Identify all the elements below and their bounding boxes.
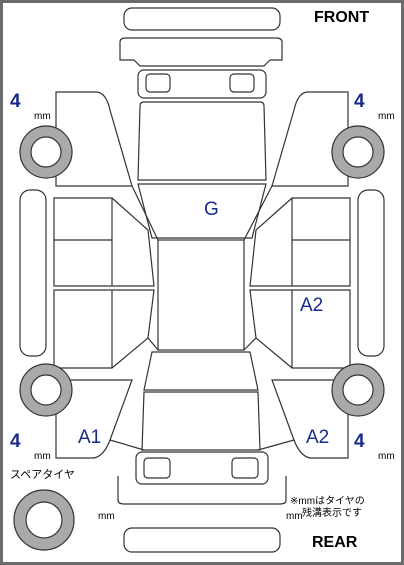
front-lamp-panel — [137, 69, 267, 99]
left-rear-door — [53, 289, 155, 369]
front-panel-outline — [119, 37, 283, 67]
rear-bumper-outline — [123, 527, 281, 553]
damage-code-roof: G — [204, 199, 219, 220]
right-rear-fender — [271, 379, 349, 459]
note-line-1: ※mmはタイヤの — [290, 496, 365, 507]
left-sill — [19, 189, 47, 357]
left-front-door — [53, 197, 155, 287]
hood-outline — [137, 101, 267, 181]
note-line-2: 残溝表示です — [302, 508, 362, 519]
unit-note: mm — [286, 511, 303, 522]
right-front-fender — [271, 91, 349, 187]
unit-rear-right: mm — [378, 451, 395, 462]
trunk-outline — [141, 391, 261, 451]
rear-bumper-upper — [117, 476, 287, 505]
rear-window-outline — [143, 351, 259, 391]
right-rear-door — [249, 289, 351, 369]
rear-label: REAR — [312, 534, 358, 551]
windshield-outline — [137, 183, 267, 239]
damage-code-right-rear-door: A2 — [300, 295, 324, 316]
unit-rear-left: mm — [34, 451, 51, 462]
unit-front-right: mm — [378, 111, 395, 122]
right-sill — [357, 189, 385, 357]
tire-depth-rear-right: 4 — [354, 431, 365, 452]
tire-depth-front-right: 4 — [354, 91, 365, 112]
damage-code-left-rear-fender: A1 — [78, 427, 102, 448]
front-label: FRONT — [314, 9, 370, 26]
left-rear-fender — [55, 379, 133, 459]
front-bumper-outline — [123, 7, 281, 31]
right-front-door — [249, 197, 351, 287]
tire-depth-front-left: 4 — [10, 91, 21, 112]
rear-lamp-panel — [135, 451, 269, 485]
left-front-fender — [55, 91, 133, 187]
unit-spare: mm — [98, 511, 115, 522]
tire-depth-rear-left: 4 — [10, 431, 21, 452]
unit-front-left: mm — [34, 111, 51, 122]
spare-tire-label: スペアタイヤ — [10, 469, 75, 481]
roof-outline — [157, 239, 245, 351]
damage-code-right-rear-fender: A2 — [306, 427, 330, 448]
